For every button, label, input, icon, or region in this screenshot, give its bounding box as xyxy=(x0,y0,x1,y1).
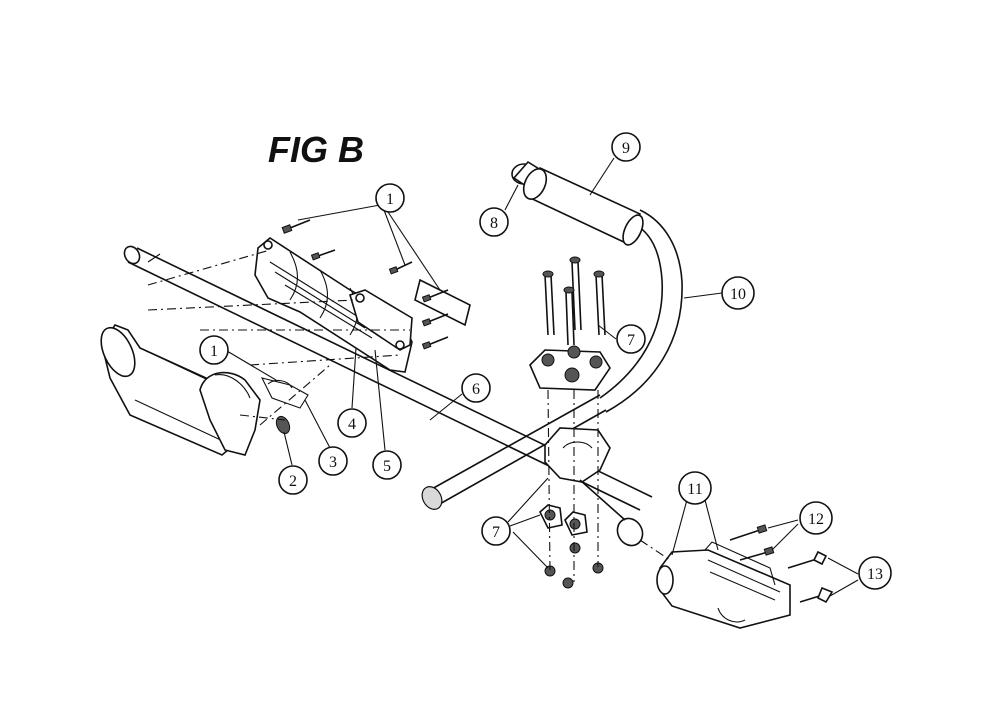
svg-text:1: 1 xyxy=(210,343,218,360)
callout-3: 3 xyxy=(318,446,348,476)
leader-lines xyxy=(226,157,859,597)
svg-text:8: 8 xyxy=(490,215,498,232)
svg-text:4: 4 xyxy=(348,416,356,433)
svg-text:1: 1 xyxy=(386,191,394,208)
callout-9: 9 xyxy=(611,132,641,162)
upper-housing-drawing xyxy=(147,219,471,373)
svg-text:7: 7 xyxy=(492,524,500,541)
callout-7-lower: 7 xyxy=(481,516,511,546)
callout-2: 2 xyxy=(278,465,308,495)
callout-13: 13 xyxy=(858,556,892,590)
svg-text:5: 5 xyxy=(383,458,391,475)
svg-text:13: 13 xyxy=(867,566,883,583)
callout-4: 4 xyxy=(337,408,367,438)
callout-11: 11 xyxy=(678,471,712,505)
callout-5: 5 xyxy=(372,450,402,480)
svg-text:12: 12 xyxy=(808,511,824,528)
svg-text:7: 7 xyxy=(627,332,635,349)
lower-housing-drawing xyxy=(100,324,331,456)
clamp-assembly-drawing xyxy=(529,256,644,589)
callout-1-left: 1 xyxy=(199,335,229,365)
callout-8: 8 xyxy=(479,207,509,237)
svg-text:10: 10 xyxy=(730,286,746,303)
right-clamp-drawing xyxy=(639,524,834,629)
handle-bar-drawing xyxy=(511,160,683,413)
callout-6: 6 xyxy=(461,373,491,403)
svg-text:6: 6 xyxy=(472,381,480,398)
svg-text:2: 2 xyxy=(289,473,297,490)
svg-text:3: 3 xyxy=(329,454,337,471)
svg-text:11: 11 xyxy=(687,481,702,498)
callout-10: 10 xyxy=(721,276,755,310)
callout-7-upper: 7 xyxy=(616,324,646,354)
callout-12: 12 xyxy=(799,501,833,535)
svg-text:9: 9 xyxy=(622,140,630,157)
figure-title: FIG B xyxy=(268,129,364,170)
callout-1-top: 1 xyxy=(375,183,405,213)
lower-tube-drawing xyxy=(421,394,607,510)
